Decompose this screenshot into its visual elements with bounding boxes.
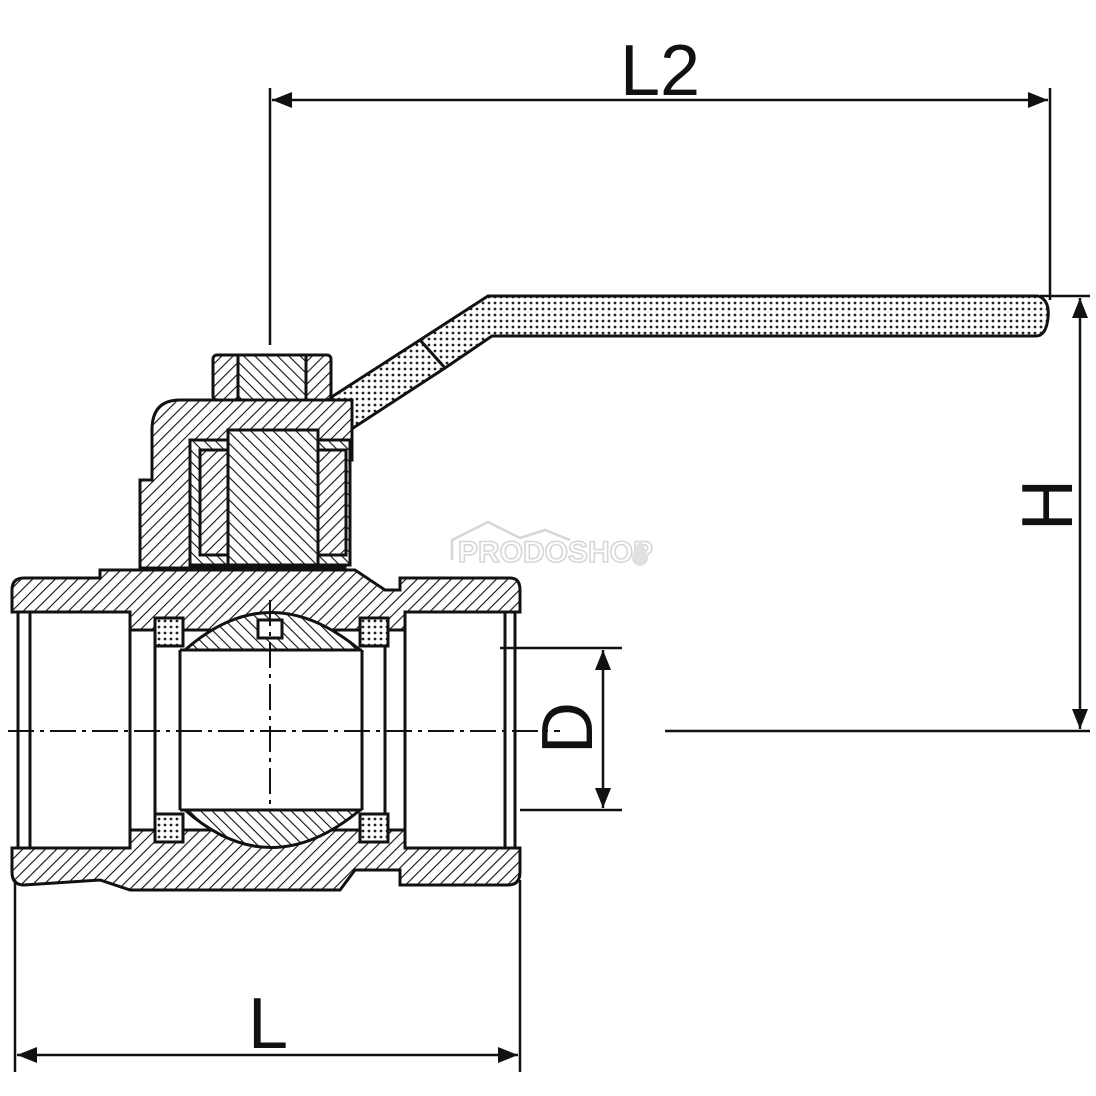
dimension-label-h: H bbox=[1008, 479, 1088, 531]
dimension-lines bbox=[13, 88, 1090, 1072]
dimension-label-l: L bbox=[248, 984, 288, 1064]
stem-nut bbox=[211, 353, 333, 402]
valve-bonnet bbox=[138, 398, 354, 570]
valve-ball bbox=[153, 611, 390, 849]
svg-text:PRODOSHOP: PRODOSHOP bbox=[458, 536, 653, 569]
dimension-label-l2: L2 bbox=[620, 31, 700, 111]
centerlines bbox=[8, 600, 560, 810]
lever-handle bbox=[327, 294, 1050, 433]
watermark-logo: PRODOSHOP bbox=[450, 520, 654, 570]
dimension-label-d: D bbox=[528, 702, 608, 754]
